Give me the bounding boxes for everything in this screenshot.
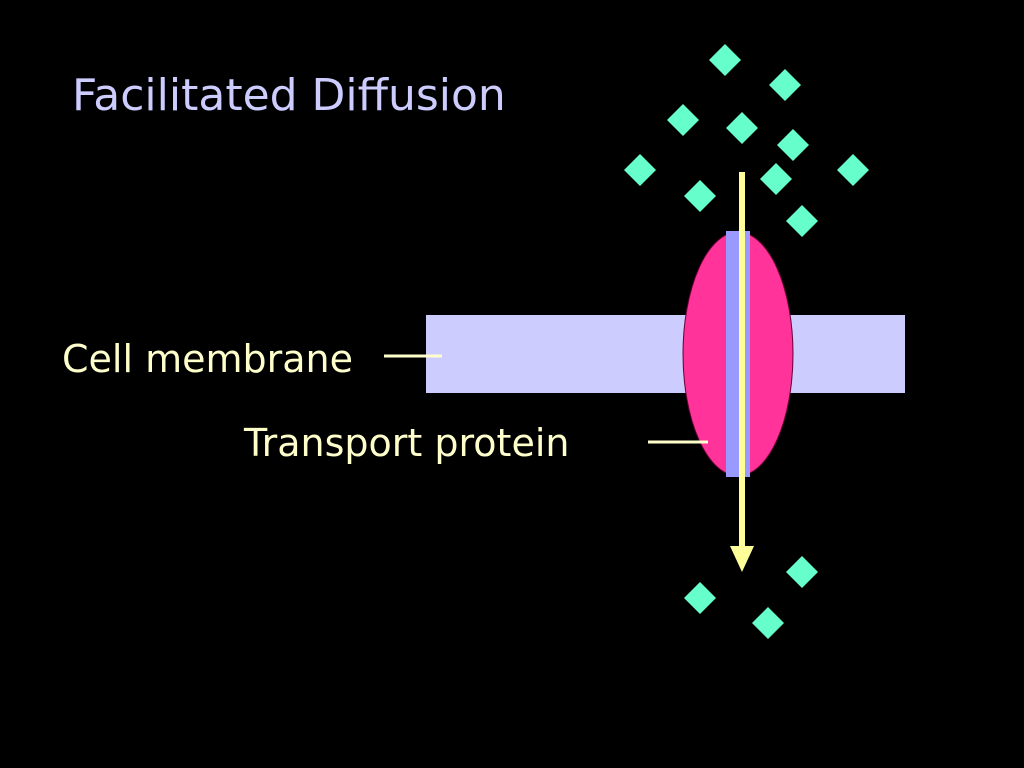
molecule: [837, 154, 869, 186]
diffusion-arrow-head: [730, 546, 754, 572]
cell-membrane: [426, 315, 905, 393]
molecule: [684, 582, 716, 614]
slide-title: Facilitated Diffusion: [72, 70, 506, 121]
molecule: [786, 205, 818, 237]
molecule: [684, 180, 716, 212]
molecule: [709, 44, 741, 76]
molecules-above: [624, 44, 869, 237]
cell-membrane-label: Cell membrane: [62, 337, 354, 381]
molecule: [777, 129, 809, 161]
molecule: [726, 112, 758, 144]
molecule: [786, 556, 818, 588]
transport-protein-label: Transport protein: [244, 421, 570, 465]
molecules-below: [684, 556, 818, 639]
molecule: [752, 607, 784, 639]
molecule: [624, 154, 656, 186]
molecule: [760, 163, 792, 195]
molecule: [667, 104, 699, 136]
molecule: [769, 69, 801, 101]
protein-channel: [726, 231, 750, 477]
